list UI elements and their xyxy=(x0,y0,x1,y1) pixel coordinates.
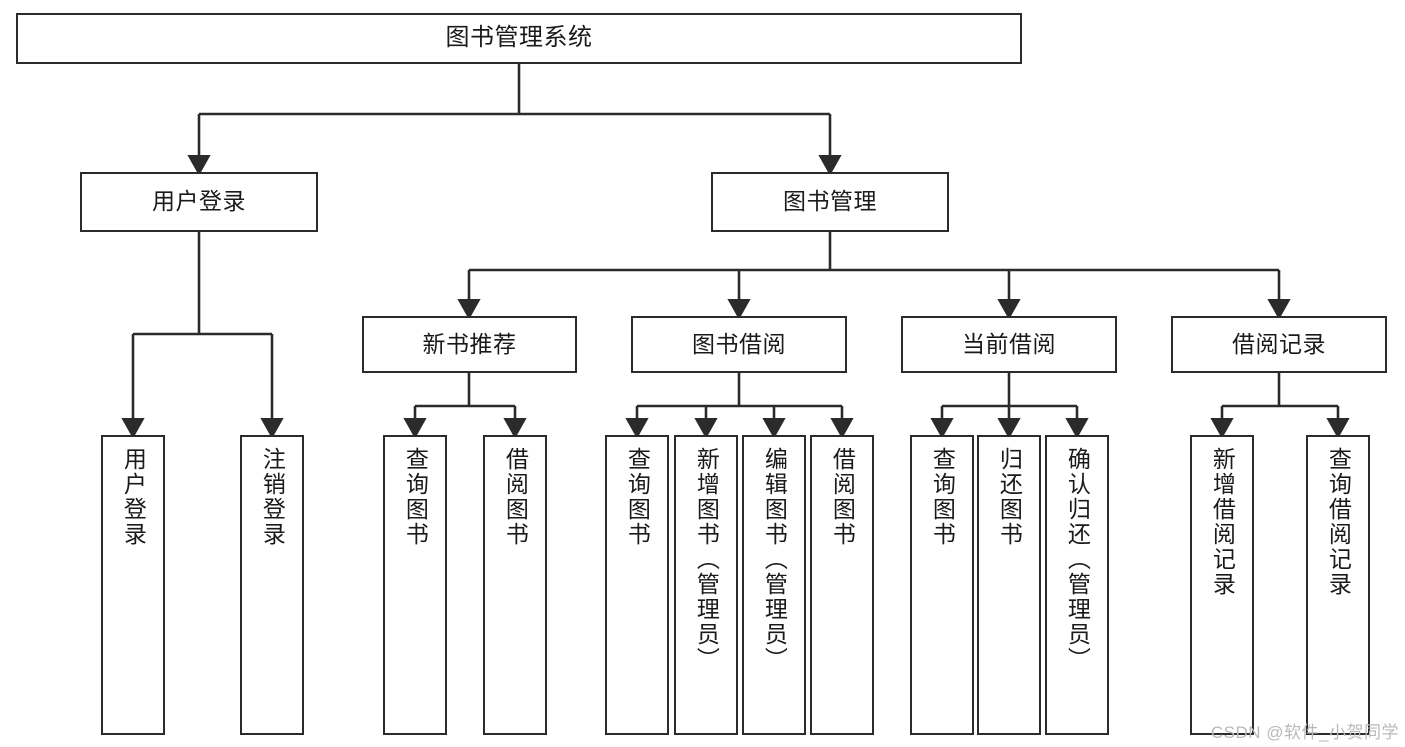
node-label: 新增借阅记录 xyxy=(1209,447,1236,597)
node-label: 归还图书 xyxy=(996,447,1023,547)
leaf-borrow-book[interactable]: 借阅图书 xyxy=(810,435,874,735)
leaf-borrow-edit-book-admin[interactable]: 编辑图书（管理员） xyxy=(742,435,806,735)
node-user-login[interactable]: 用户登录 xyxy=(80,172,318,232)
node-label: 新增图书（管理员） xyxy=(693,447,720,672)
node-borrow-record[interactable]: 借阅记录 xyxy=(1171,316,1387,373)
node-label: 借阅图书 xyxy=(829,447,856,547)
node-label: 用户登录 xyxy=(120,447,147,547)
leaf-new-book-query[interactable]: 查询图书 xyxy=(383,435,447,735)
node-label: 图书借阅 xyxy=(692,330,786,357)
node-label: 当前借阅 xyxy=(962,330,1056,357)
node-label: 用户登录 xyxy=(152,188,246,215)
node-new-book-recommend[interactable]: 新书推荐 xyxy=(362,316,577,373)
node-label: 查询图书 xyxy=(624,447,651,547)
node-label: 借阅图书 xyxy=(502,447,529,547)
node-label: 查询借阅记录 xyxy=(1325,447,1352,597)
node-label: 注销登录 xyxy=(259,447,286,547)
node-label: 新书推荐 xyxy=(422,330,517,357)
leaf-current-query-book[interactable]: 查询图书 xyxy=(910,435,974,735)
leaf-record-add[interactable]: 新增借阅记录 xyxy=(1190,435,1254,735)
node-book-borrow[interactable]: 图书借阅 xyxy=(631,316,847,373)
leaf-current-confirm-return-admin[interactable]: 确认归还（管理员） xyxy=(1045,435,1109,735)
node-label: 借阅记录 xyxy=(1232,330,1326,357)
leaf-borrow-query-book[interactable]: 查询图书 xyxy=(605,435,669,735)
leaf-current-return-book[interactable]: 归还图书 xyxy=(977,435,1041,735)
leaf-borrow-add-book-admin[interactable]: 新增图书（管理员） xyxy=(674,435,738,735)
node-label: 编辑图书（管理员） xyxy=(761,447,788,672)
node-label: 查询图书 xyxy=(402,447,429,547)
node-current-borrow[interactable]: 当前借阅 xyxy=(901,316,1117,373)
leaf-user-login[interactable]: 用户登录 xyxy=(101,435,165,735)
node-label: 查询图书 xyxy=(929,447,956,547)
leaf-new-book-borrow[interactable]: 借阅图书 xyxy=(483,435,547,735)
node-label: 图书管理 xyxy=(783,188,877,215)
node-root-book-management-system[interactable]: 图书管理系统 xyxy=(16,13,1022,64)
leaf-record-query[interactable]: 查询借阅记录 xyxy=(1306,435,1370,735)
node-label: 图书管理系统 xyxy=(445,24,593,52)
node-label: 确认归还（管理员） xyxy=(1064,447,1091,672)
node-book-management[interactable]: 图书管理 xyxy=(711,172,949,232)
leaf-user-logout[interactable]: 注销登录 xyxy=(240,435,304,735)
